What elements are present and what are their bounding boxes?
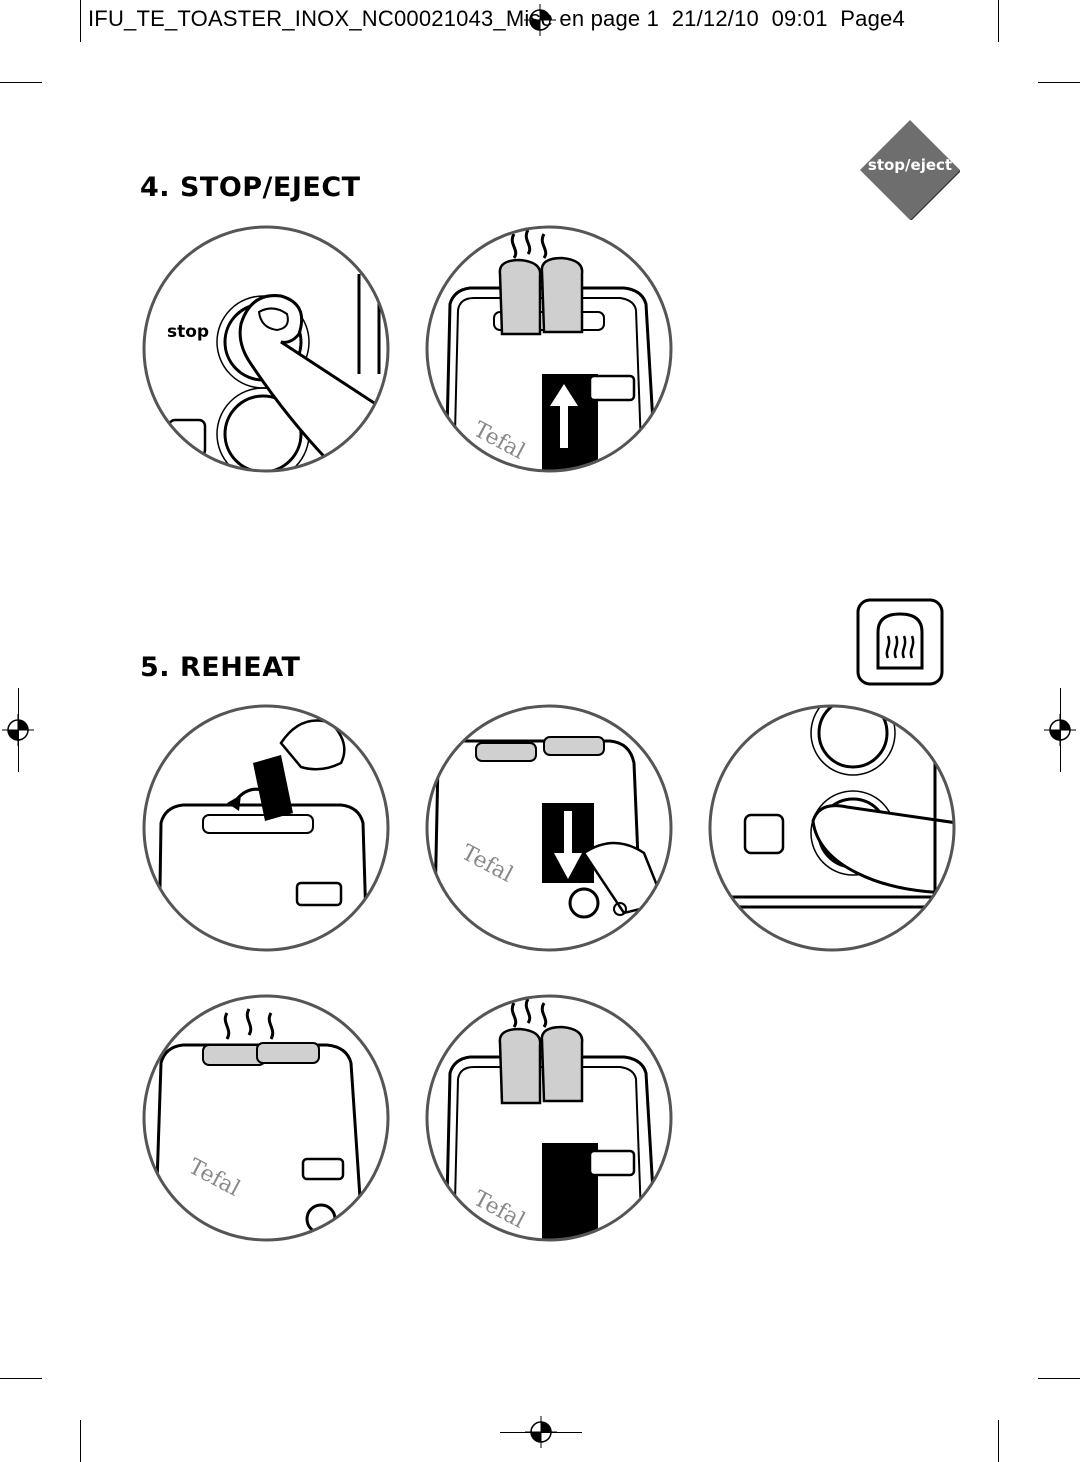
registration-mark-icon [524,4,556,36]
crop-mark-top-left-h [0,82,42,83]
registration-mark-icon [525,1416,557,1448]
crop-mark-top-right-v [998,0,999,42]
reheat-toast-icon [856,598,944,686]
section-title: REHEAT [179,652,301,683]
stop-button-label: stop [167,322,210,342]
crop-mark-bottom-left-v [80,1420,81,1462]
illustration-toast-ejected-after-reheat: Tefal [424,993,674,1243]
illustration-toast-ejected: Tefal [424,224,674,474]
registration-mark-icon [1044,714,1076,746]
illustration-press-stop-button [141,224,391,474]
illustration-toasting: Tefal [141,993,391,1243]
section-heading-stop-eject: 4. STOP/EJECT [140,172,361,203]
slug-page: Page4 [840,6,905,31]
slug-line: IFU_TE_TOASTER_INOX_NC00021043_Mise en p… [88,6,905,32]
slug-file-name: IFU_TE_TOASTER_INOX_NC00021043_Mise en p… [88,6,660,31]
stop-eject-badge-label: stop/eject [867,156,953,174]
section-number: 4. [140,172,171,203]
section-number: 5. [140,652,171,683]
crop-mark-top-left-v [80,0,81,42]
crop-mark-top-right-h [1038,82,1080,83]
stop-eject-badge-icon [860,120,960,220]
illustration-press-reheat-button [707,703,957,953]
illustration-insert-toast [141,703,391,953]
registration-mark-icon [2,714,34,746]
illustration-lower-lever: Tefal [424,703,674,953]
crop-mark-bottom-left-h [0,1378,42,1379]
crop-mark-bottom-right-v [998,1420,999,1462]
slug-time: 09:01 [771,6,828,31]
section-heading-reheat: 5. REHEAT [140,652,300,683]
crop-mark-bottom-right-h [1038,1378,1080,1379]
section-title: STOP/EJECT [179,172,361,203]
slug-date: 21/12/10 [671,6,759,31]
